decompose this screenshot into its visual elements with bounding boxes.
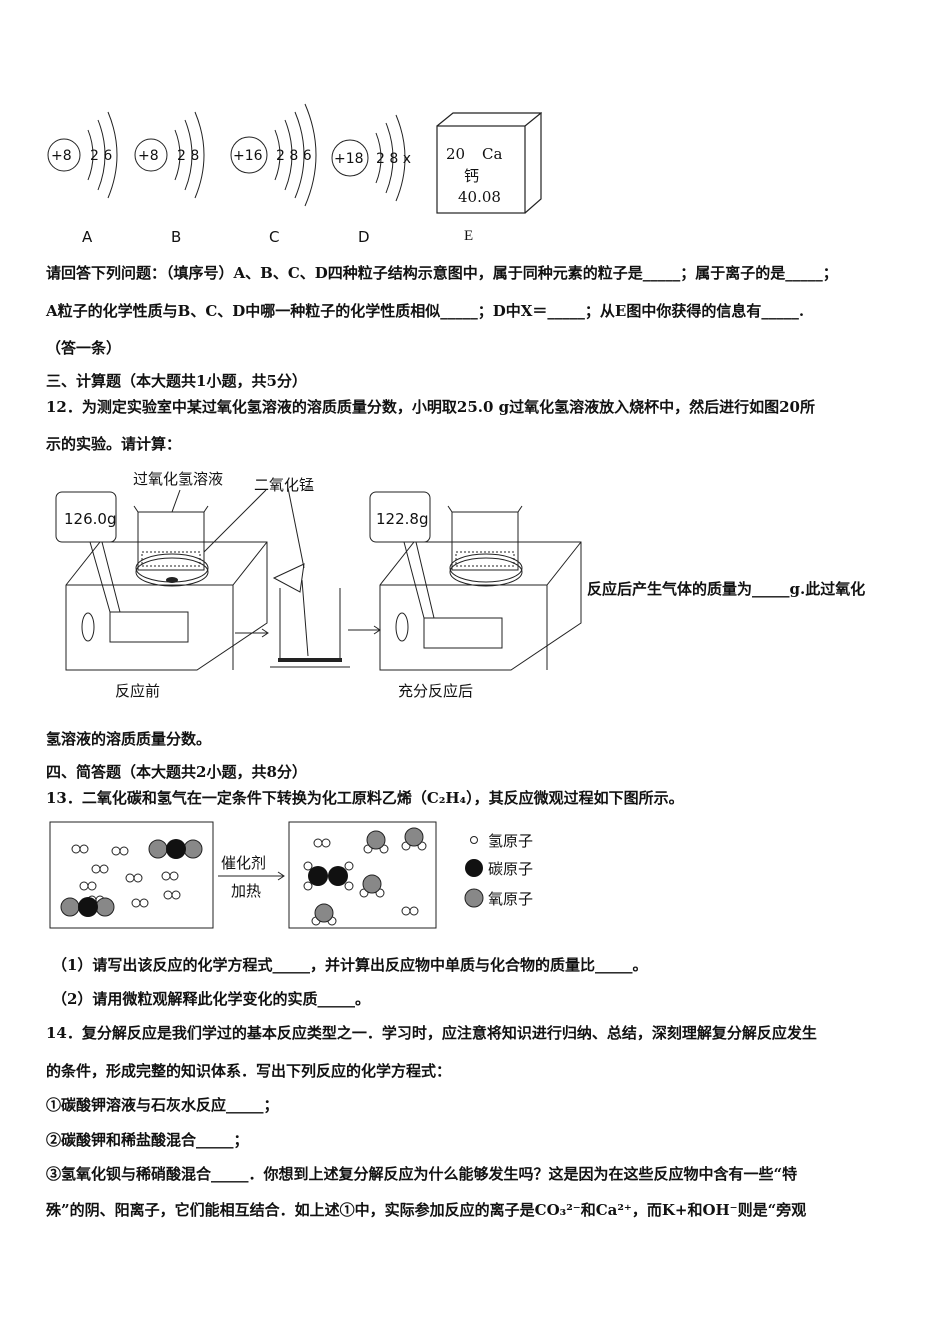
q11-line3: （答一条） xyxy=(46,339,122,357)
section-3-heading: 三、计算题（本大题共1小题，共5分） xyxy=(46,372,307,390)
label-h2o2-solution: 过氧化氢溶液 xyxy=(133,470,223,488)
atom-c-nucleus: +16 xyxy=(233,148,263,164)
atom-c-label: C xyxy=(269,228,279,246)
legend-oxygen: 氧原子 xyxy=(488,890,533,908)
label-mno2: 二氧化锰 xyxy=(254,476,314,494)
caption-after: 充分反应后 xyxy=(398,682,473,700)
section-4-heading: 四、简答题（本大题共2小题，共8分） xyxy=(46,763,307,781)
atom-d-nucleus: +18 xyxy=(334,151,364,167)
atom-a-shells: 2 6 xyxy=(90,148,112,164)
reading-before: 126.0g xyxy=(64,510,116,528)
atom-b-shells: 2 8 xyxy=(177,148,199,164)
reaction-micro-figure: 催化剂 加热 氢原子 碳原子 氧原子 xyxy=(49,821,533,929)
balance-experiment-figure: 过氧化氢溶液 二氧化锰 126.0g 122.8g 反应前 充分反应后 xyxy=(55,470,582,700)
caption-before: 反应前 xyxy=(115,682,160,700)
arrow-label-heat: 加热 xyxy=(231,882,261,900)
q14-item2: ②碳酸钾和稀盐酸混合_____； xyxy=(46,1131,249,1149)
q14-item3: ③氢氧化钡与稀硝酸混合_____．你想到上述复分解反应为什么能够发生吗？这是因为… xyxy=(46,1165,798,1183)
atom-c-shells: 2 8 6 xyxy=(276,148,312,164)
element-mass: 40.08 xyxy=(458,188,501,206)
q11-line2: A粒子的化学性质与B、C、D中哪一种粒子的化学性质相似_____；D中X＝___… xyxy=(46,302,805,320)
q11-line1: 请回答下列问题：（填序号）A、B、C、D四种粒子结构示意图中，属于同种元素的粒子… xyxy=(46,264,838,282)
q12-line3: 氢溶液的溶质质量分数。 xyxy=(46,730,212,748)
q14-line2: 的条件，形成完整的知识体系．写出下列反应的化学方程式： xyxy=(46,1062,452,1080)
atom-d-shells: 2 8 x xyxy=(376,151,411,167)
arrow-label-catalyst: 催化剂 xyxy=(221,854,266,872)
atom-diagrams: +8 2 6 +8 2 8 +16 2 8 6 +18 2 8 x A B C … xyxy=(47,103,411,246)
atom-a-label: A xyxy=(82,228,93,246)
legend-carbon: 碳原子 xyxy=(488,860,533,878)
atom-b-nucleus: +8 xyxy=(138,148,159,164)
q13-part2: （2）请用微粒观解释此化学变化的实质_____。 xyxy=(52,990,370,1008)
q13-part1: （1）请写出该反应的化学方程式_____，并计算出反应物中单质与化合物的质量比_… xyxy=(52,956,648,974)
element-symbol: Ca xyxy=(482,145,503,163)
q12-side-text: 反应后产生气体的质量为_____g.此过氧化 xyxy=(587,580,866,598)
atom-a-nucleus: +8 xyxy=(51,148,72,164)
element-number: 20 xyxy=(446,145,466,163)
reading-after: 122.8g xyxy=(376,510,428,528)
q14-line-last: 殊”的阴、阳离子，它们能相互结合．如上述①中，实际参加反应的离子是CO₃²⁻和C… xyxy=(46,1201,807,1219)
legend-hydrogen: 氢原子 xyxy=(488,832,533,850)
q13-text: 13．二氧化碳和氢气在一定条件下转换为化工原料乙烯（C₂H₄），其反应微观过程如… xyxy=(46,789,684,807)
element-name: 钙 xyxy=(464,167,480,185)
q14-line1: 14．复分解反应是我们学过的基本反应类型之一．学习时，应注意将知识进行归纳、总结… xyxy=(46,1024,817,1042)
element-card-label: E xyxy=(464,228,474,244)
q12-line2: 示的实验。请计算： xyxy=(46,435,182,453)
q14-item1: ①碳酸钾溶液与石灰水反应_____； xyxy=(46,1096,279,1114)
atom-b-label: B xyxy=(171,228,181,246)
atom-d-label: D xyxy=(358,228,370,246)
element-card: 20 Ca 钙 40.08 xyxy=(436,112,542,214)
q12-line1: 12．为测定实验室中某过氧化氢溶液的溶质质量分数，小明取25.0 g过氧化氢溶液… xyxy=(46,398,815,416)
